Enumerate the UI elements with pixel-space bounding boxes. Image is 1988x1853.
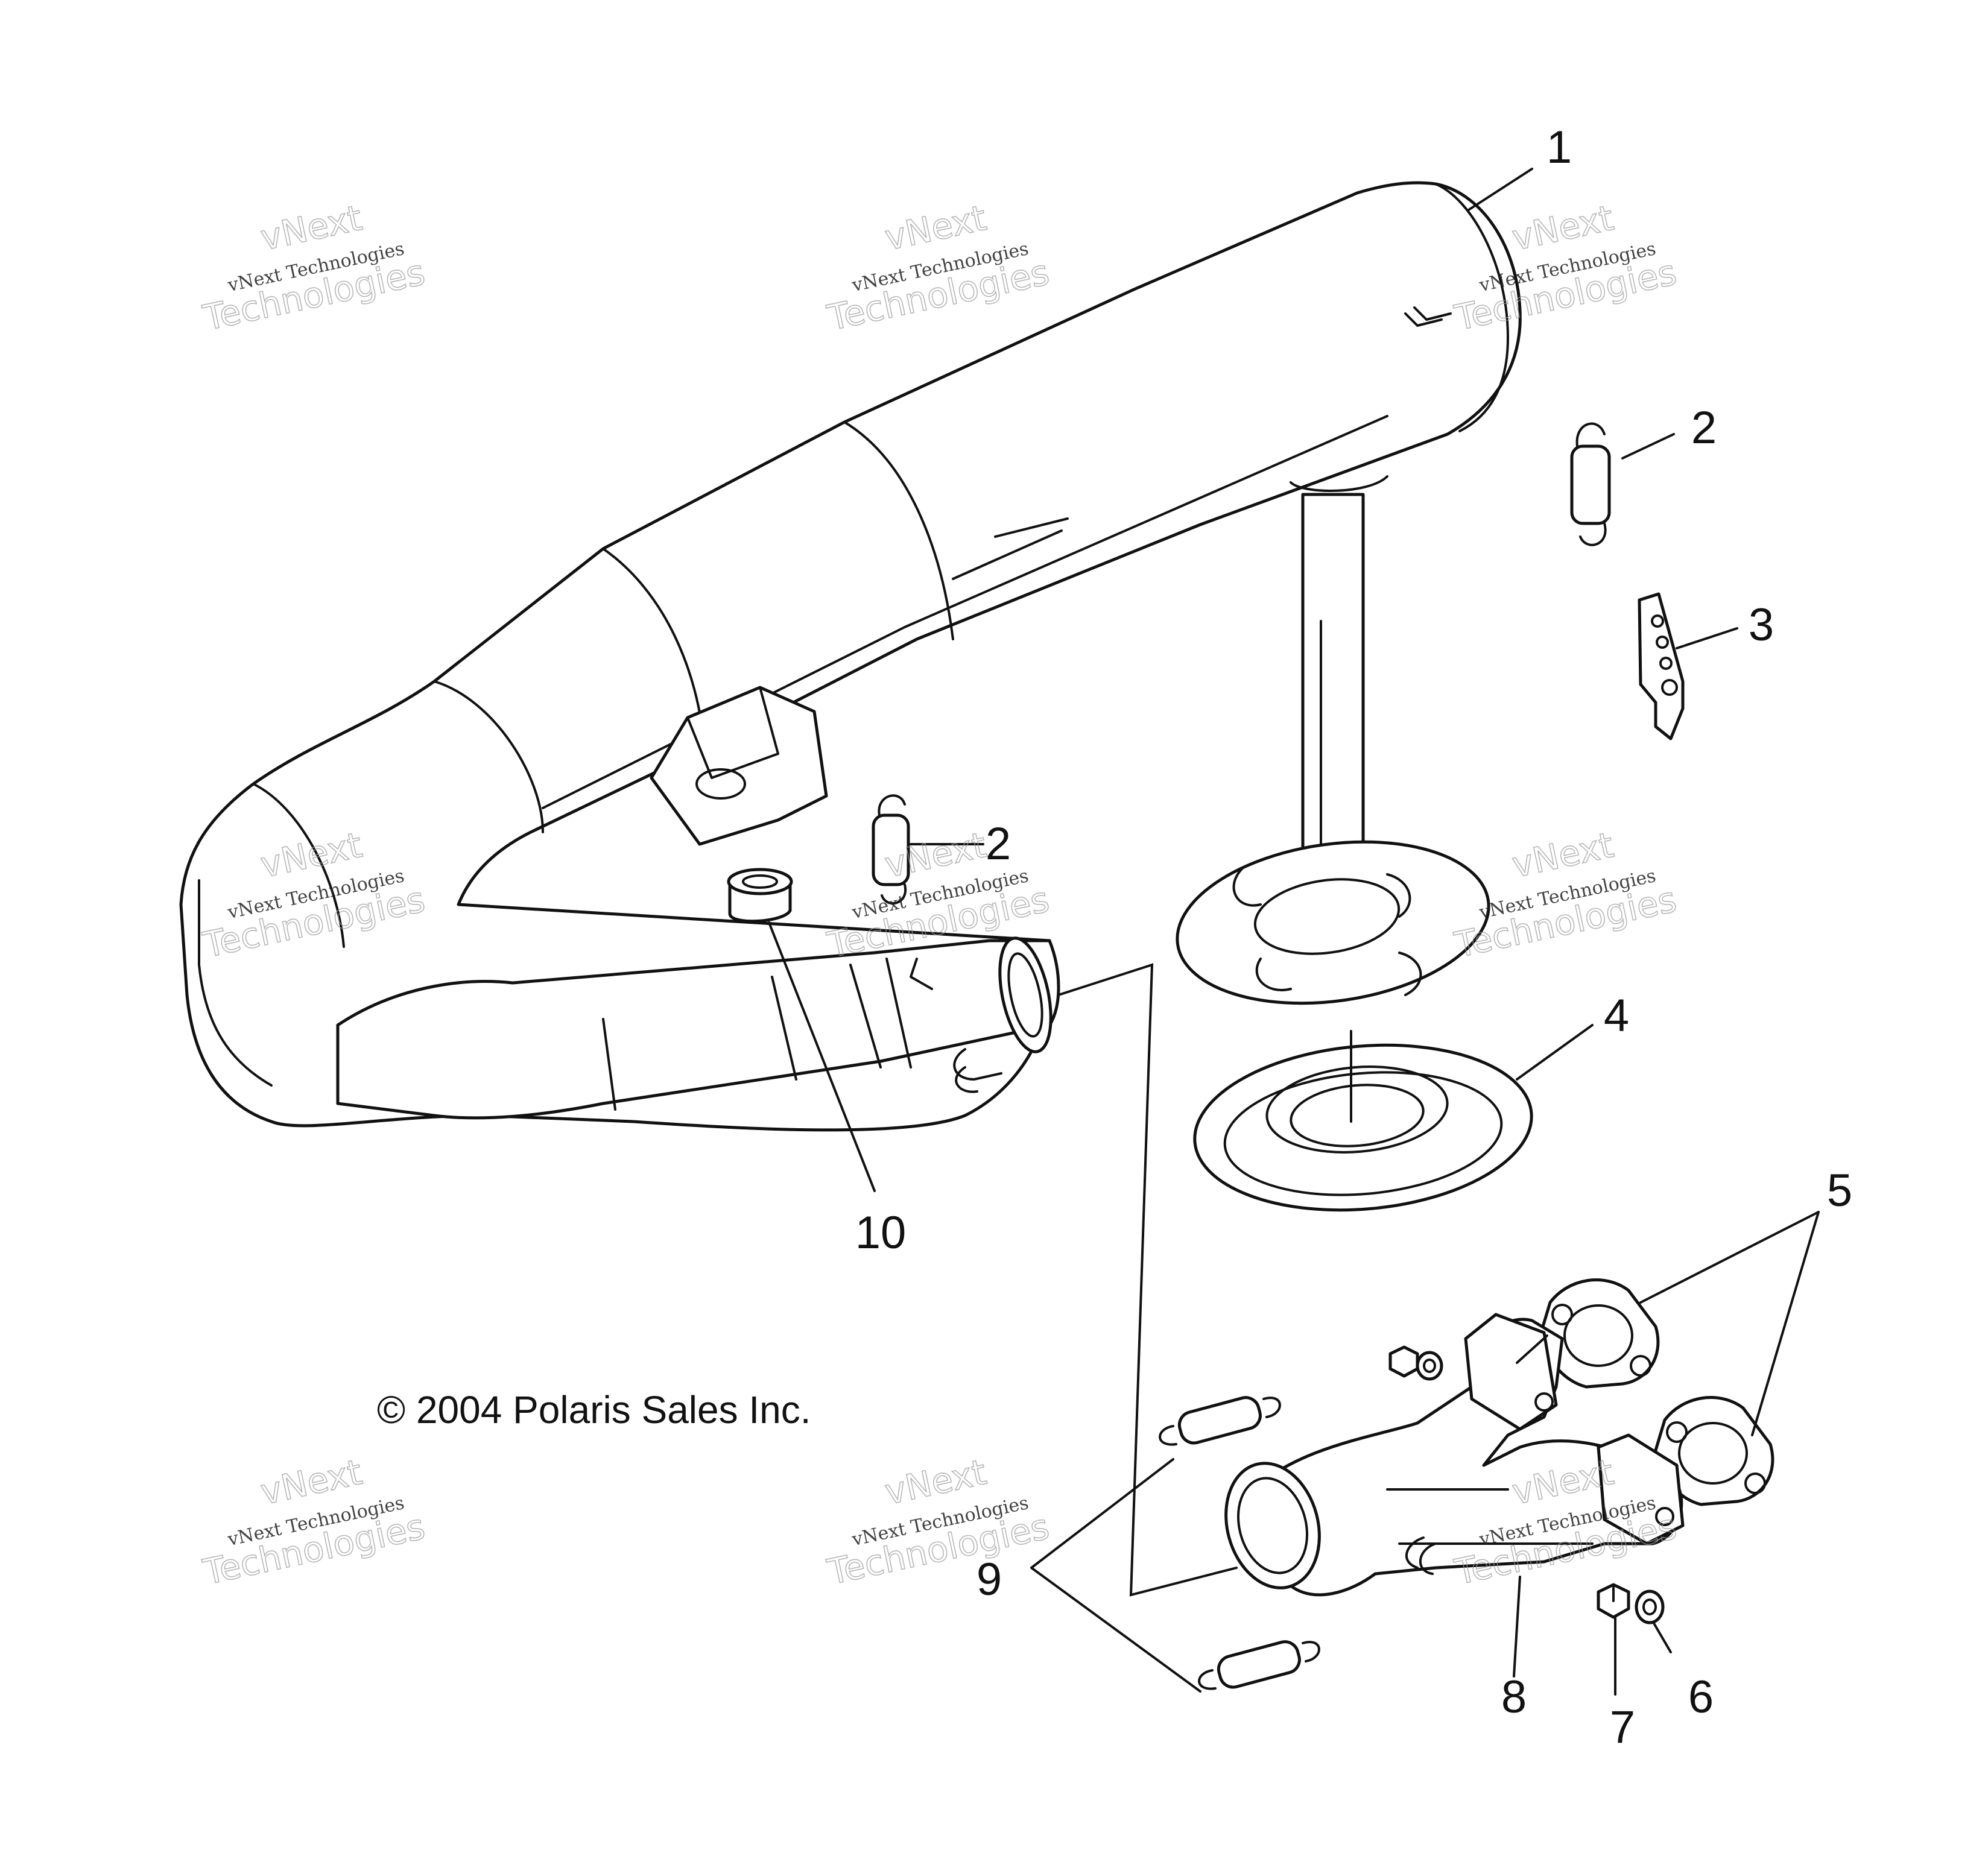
leader-lines bbox=[768, 168, 1820, 1696]
watermark-bottom-left: vNext vNext Technologies Technologies bbox=[199, 1451, 429, 1593]
part-9-spring-lower bbox=[1198, 1640, 1320, 1690]
callout-9: 9 bbox=[977, 1554, 1002, 1605]
part-7-nut bbox=[1597, 1583, 1630, 1619]
part-10-grommet bbox=[727, 868, 793, 923]
callout-labels: 1 2 2 3 4 5 6 7 8 9 10 bbox=[855, 122, 1852, 1753]
watermark-top-center: vNext vNext Technologies Technologies bbox=[823, 197, 1053, 339]
callout-2-upper: 2 bbox=[1691, 402, 1717, 453]
callout-7: 7 bbox=[1610, 1702, 1635, 1753]
callout-1: 1 bbox=[1546, 122, 1572, 173]
part-4-flange-ring bbox=[1193, 1030, 1533, 1212]
watermark-bottom-center: vNext vNext Technologies Technologies bbox=[823, 1451, 1053, 1593]
part-2-spring-upper bbox=[1570, 422, 1611, 546]
watermark-top-left: vNext vNext Technologies Technologies bbox=[199, 197, 429, 339]
callout-2-lower: 2 bbox=[986, 818, 1011, 870]
part-3-bracket bbox=[1638, 592, 1685, 740]
part-7-nut-upper bbox=[1388, 1345, 1419, 1378]
callout-4: 4 bbox=[1604, 990, 1629, 1041]
part-6-washer-upper bbox=[1416, 1351, 1443, 1381]
part-8-y-pipe bbox=[1224, 1313, 1685, 1597]
part-2-spring-lower bbox=[872, 794, 910, 905]
callout-10: 10 bbox=[855, 1207, 907, 1258]
copyright-text: © 2004 Polaris Sales Inc. bbox=[377, 1388, 811, 1432]
callout-6: 6 bbox=[1688, 1671, 1714, 1723]
part-6-washer bbox=[1635, 1589, 1665, 1624]
watermark-top-right: vNext vNext Technologies Technologies bbox=[1451, 197, 1680, 339]
callout-3: 3 bbox=[1749, 599, 1774, 651]
part-1-muffler bbox=[179, 181, 1522, 1132]
part-5-gasket-lower bbox=[1654, 1396, 1774, 1506]
part-9-spring-upper bbox=[1159, 1396, 1281, 1446]
callout-8: 8 bbox=[1501, 1671, 1527, 1723]
callout-5: 5 bbox=[1827, 1165, 1852, 1216]
